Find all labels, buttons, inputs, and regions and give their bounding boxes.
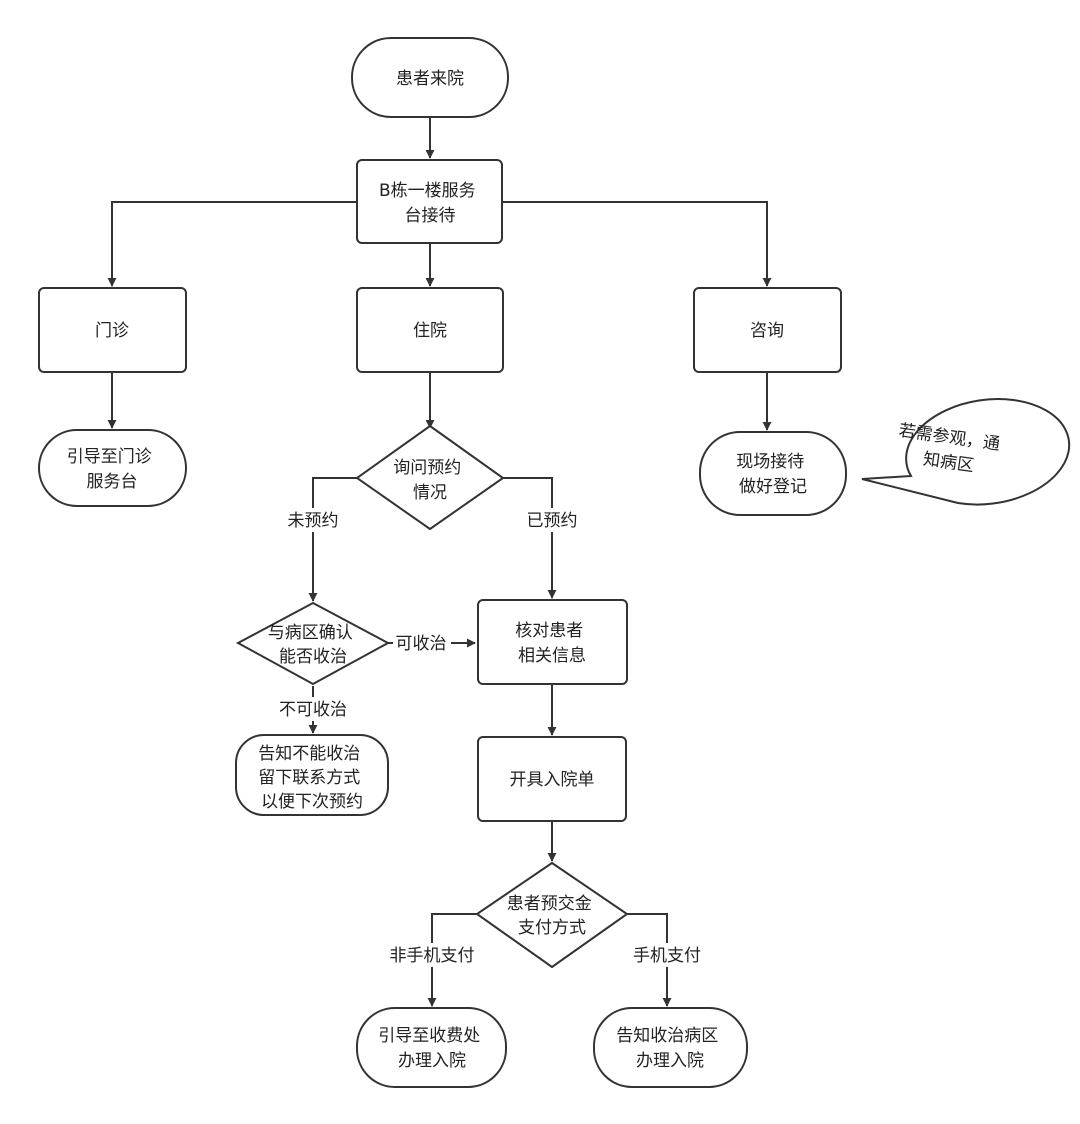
node-onsite [699,431,847,516]
label-issue-form: 开具入院单 [510,770,595,790]
node-payment-method [475,861,629,969]
edge-label-non-mobile-pay: 非手机支付 [390,946,475,966]
node-notify-cannot [235,734,389,816]
label-notify-ward: 告知收治病区 办理入院 [616,1026,723,1071]
label-reception: B栋一楼服务 台接待 [379,181,481,226]
label-start: 患者来院 [396,69,464,89]
node-issue-form [477,736,627,822]
edge-ask-confirm [308,477,357,602]
node-labels: 患者来院 B栋一楼服务 台接待 门诊 住院 咨询 引导至门诊 服务台 现场接待 … [67,69,1001,1071]
label-ask-booking: 询问预约 情况 [393,458,466,503]
label-confirm-ward: 与病区确认 能否收治 [268,623,358,667]
node-inpatient [356,287,504,373]
edge-labels: 未预约 已预约 可收治 不可收治 非手机支付 手机支付 [273,508,707,967]
node-notify-ward [593,1007,748,1088]
node-reception [356,159,503,244]
edge-ask-verify [503,477,557,599]
label-onsite: 现场接待 做好登记 [736,452,809,497]
label-inpatient: 住院 [413,321,447,341]
label-verify-info: 核对患者 相关信息 [515,621,588,666]
node-start [351,37,509,118]
label-outpatient: 门诊 [95,321,129,341]
node-consult [693,287,842,373]
edge-label-booked: 已预约 [527,511,578,531]
node-callout [861,398,1071,506]
edge-reception-consult [502,201,772,287]
label-consult: 咨询 [750,321,784,341]
label-notify-cannot: 告知不能收治 留下联系方式 以便下次预约 [258,744,365,812]
node-guide-cashier [356,1007,507,1088]
node-outpatient [38,287,187,373]
label-guide-outpatient: 引导至门诊 服务台 [67,447,157,492]
edges [107,118,772,1007]
label-guide-cashier: 引导至收费处 办理入院 [378,1026,485,1071]
edge-label-can-admit: 可收治 [396,634,447,654]
node-confirm-ward [235,601,391,686]
edge-label-cannot-admit: 不可收治 [279,700,347,720]
edge-label-not-booked: 未预约 [288,511,339,531]
nodes [38,37,1071,1088]
edge-label-mobile-pay: 手机支付 [633,946,701,966]
edge-reception-outpatient [107,201,357,287]
node-guide-outpatient [38,429,187,507]
edge-payment-ward [627,913,672,1007]
node-verify-info [477,599,628,685]
edge-payment-cashier [427,913,477,1007]
node-ask-booking [355,424,505,531]
label-payment-method: 患者预交金 支付方式 [507,894,597,938]
